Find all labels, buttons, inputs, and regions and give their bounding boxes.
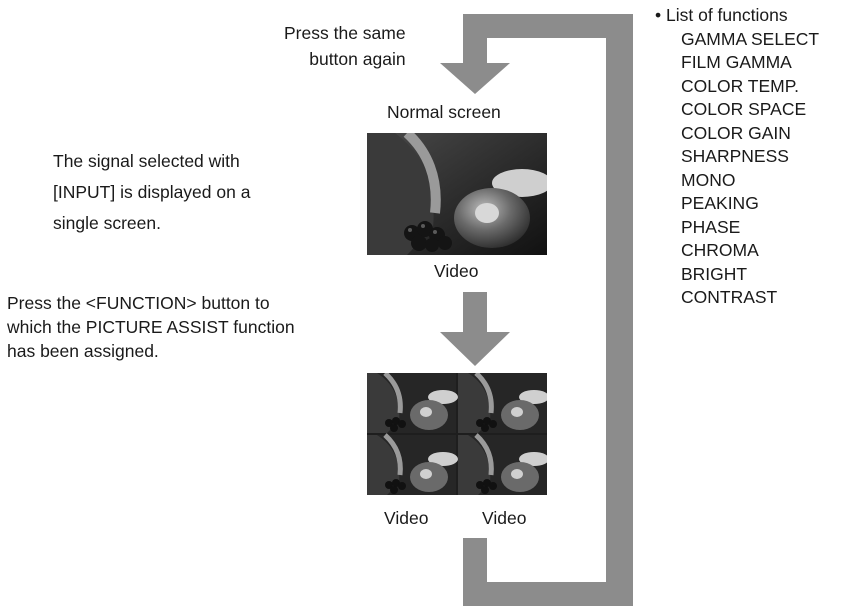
function-description: Press the <FUNCTION> button to which the… <box>7 293 295 361</box>
function-item: COLOR GAIN <box>681 122 791 143</box>
function-item: BRIGHT <box>681 263 748 284</box>
function-item: COLOR TEMP. <box>681 75 799 96</box>
normal-screen-image <box>367 133 547 255</box>
normal-video-label: Video <box>434 261 479 281</box>
multi-video-label-left: Video <box>384 508 429 528</box>
function-item: CONTRAST <box>681 287 778 307</box>
function-item: MONO <box>681 169 736 190</box>
return-loop-bar <box>463 14 633 606</box>
function-item: PHASE <box>681 216 741 237</box>
function-item: CHROMA <box>681 240 759 260</box>
function-item: SHARPNESS <box>681 146 789 166</box>
quad-pepper-photo <box>367 373 547 495</box>
multi-video-label-right: Video <box>482 508 527 528</box>
multi-screen-image <box>367 373 547 495</box>
normal-screen-caption: Normal screen <box>387 102 501 122</box>
arrow-down-top <box>440 58 510 94</box>
press-again-text: Press the same button again <box>284 23 406 69</box>
function-item: COLOR SPACE <box>681 99 807 119</box>
function-item: FILM GAMMA <box>681 52 792 72</box>
function-item: GAMMA SELECT <box>681 28 820 49</box>
pepper-photo <box>367 133 547 255</box>
function-list-heading: • List of functions <box>655 5 788 25</box>
bottom-connector <box>463 538 487 582</box>
function-list: • List of functions GAMMA SELECT FILM GA… <box>655 4 819 310</box>
arrow-down-middle <box>440 292 510 366</box>
function-item: PEAKING <box>681 193 759 213</box>
signal-description: The signal selected with [INPUT] is disp… <box>53 151 251 233</box>
